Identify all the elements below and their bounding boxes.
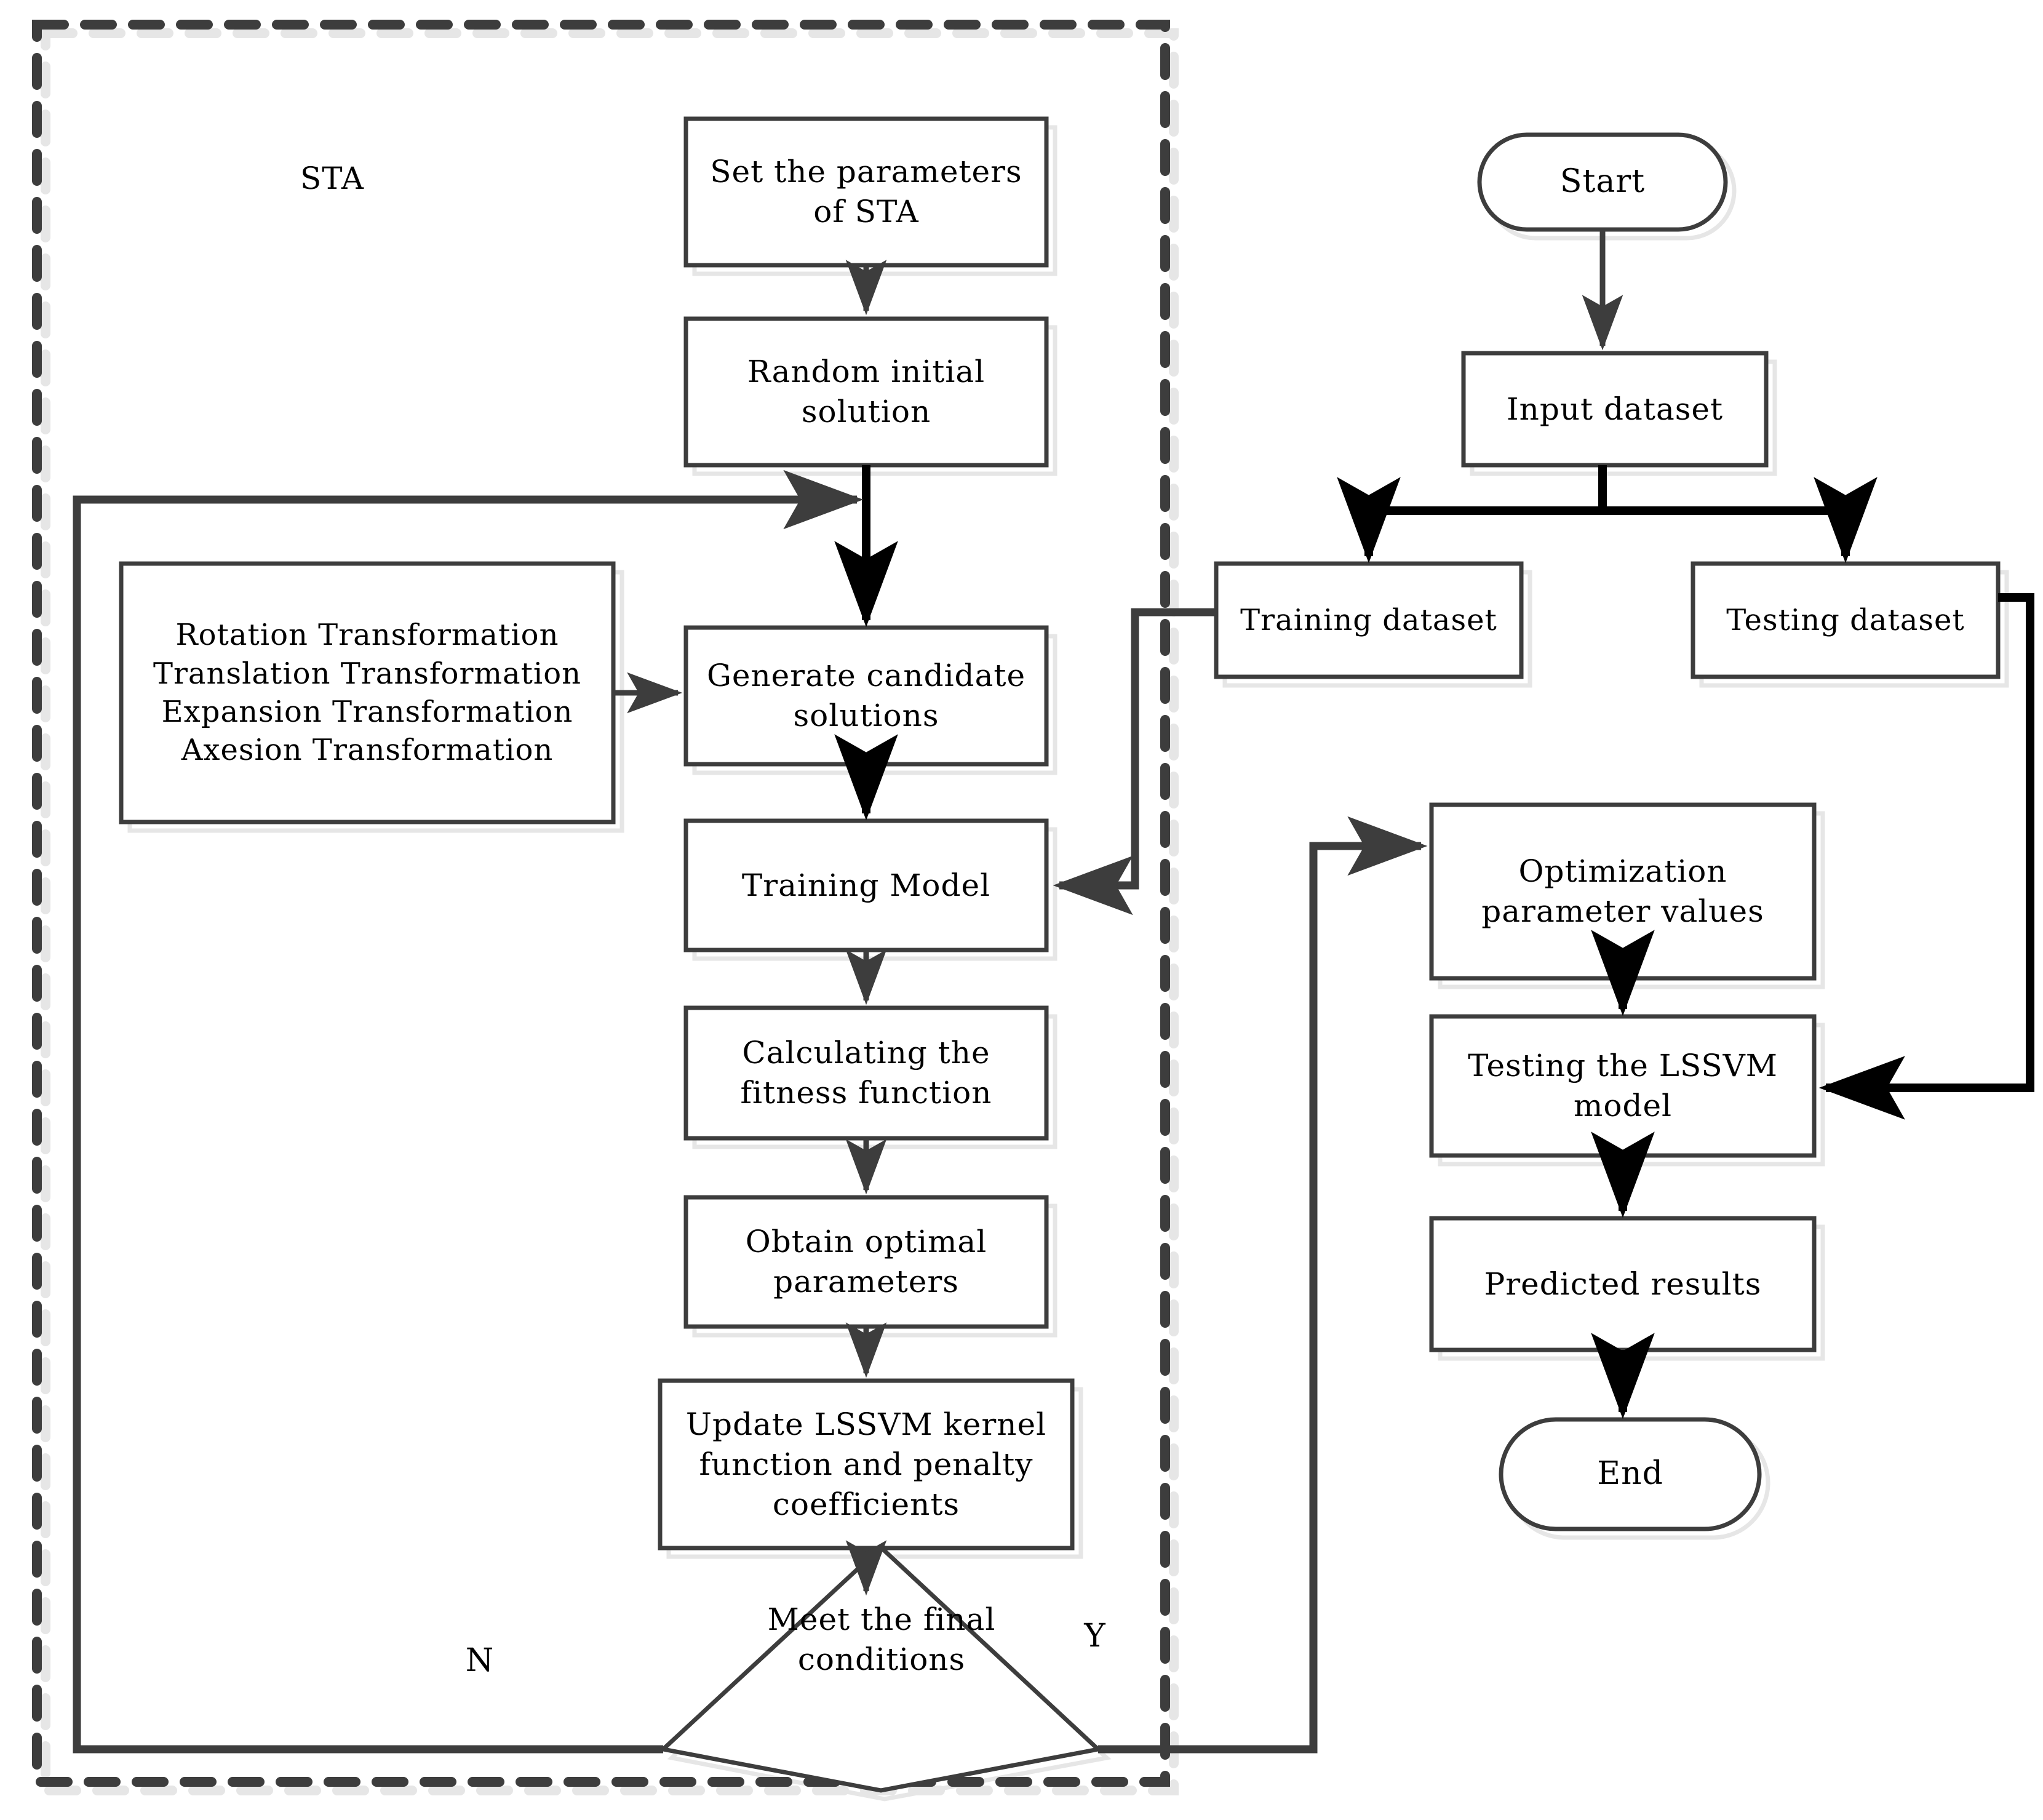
node-transformations — [119, 561, 616, 824]
sta-group-border — [32, 20, 1170, 1787]
node-obtain-optimal — [683, 1195, 1049, 1329]
node-random-initial — [683, 316, 1049, 468]
node-optimization-values — [1429, 802, 1817, 981]
node-testing-lssvm — [1429, 1014, 1817, 1158]
node-meet-final-conditions — [658, 1544, 1103, 1793]
node-testing-dataset — [1691, 561, 2001, 679]
node-start — [1477, 132, 1728, 232]
node-end — [1499, 1417, 1762, 1531]
node-training-dataset — [1214, 561, 1524, 679]
node-generate-candidate — [683, 625, 1049, 767]
edge-testingdataset-to-testinglssvm — [1818, 593, 2034, 1120]
node-update-lssvm — [658, 1378, 1075, 1551]
edge-no-feedback-loop — [73, 469, 864, 1754]
edge-trainingdataset-to-trainingmodel — [1053, 608, 1216, 916]
node-predicted-results — [1429, 1216, 1817, 1352]
node-training-model — [683, 818, 1049, 952]
node-input-dataset — [1461, 351, 1769, 468]
node-calculating-fitness — [683, 1005, 1049, 1141]
edge-yes-to-optimization — [1098, 816, 1428, 1754]
edge-input-split-bus — [1369, 465, 1846, 515]
node-set-parameters — [683, 116, 1049, 268]
